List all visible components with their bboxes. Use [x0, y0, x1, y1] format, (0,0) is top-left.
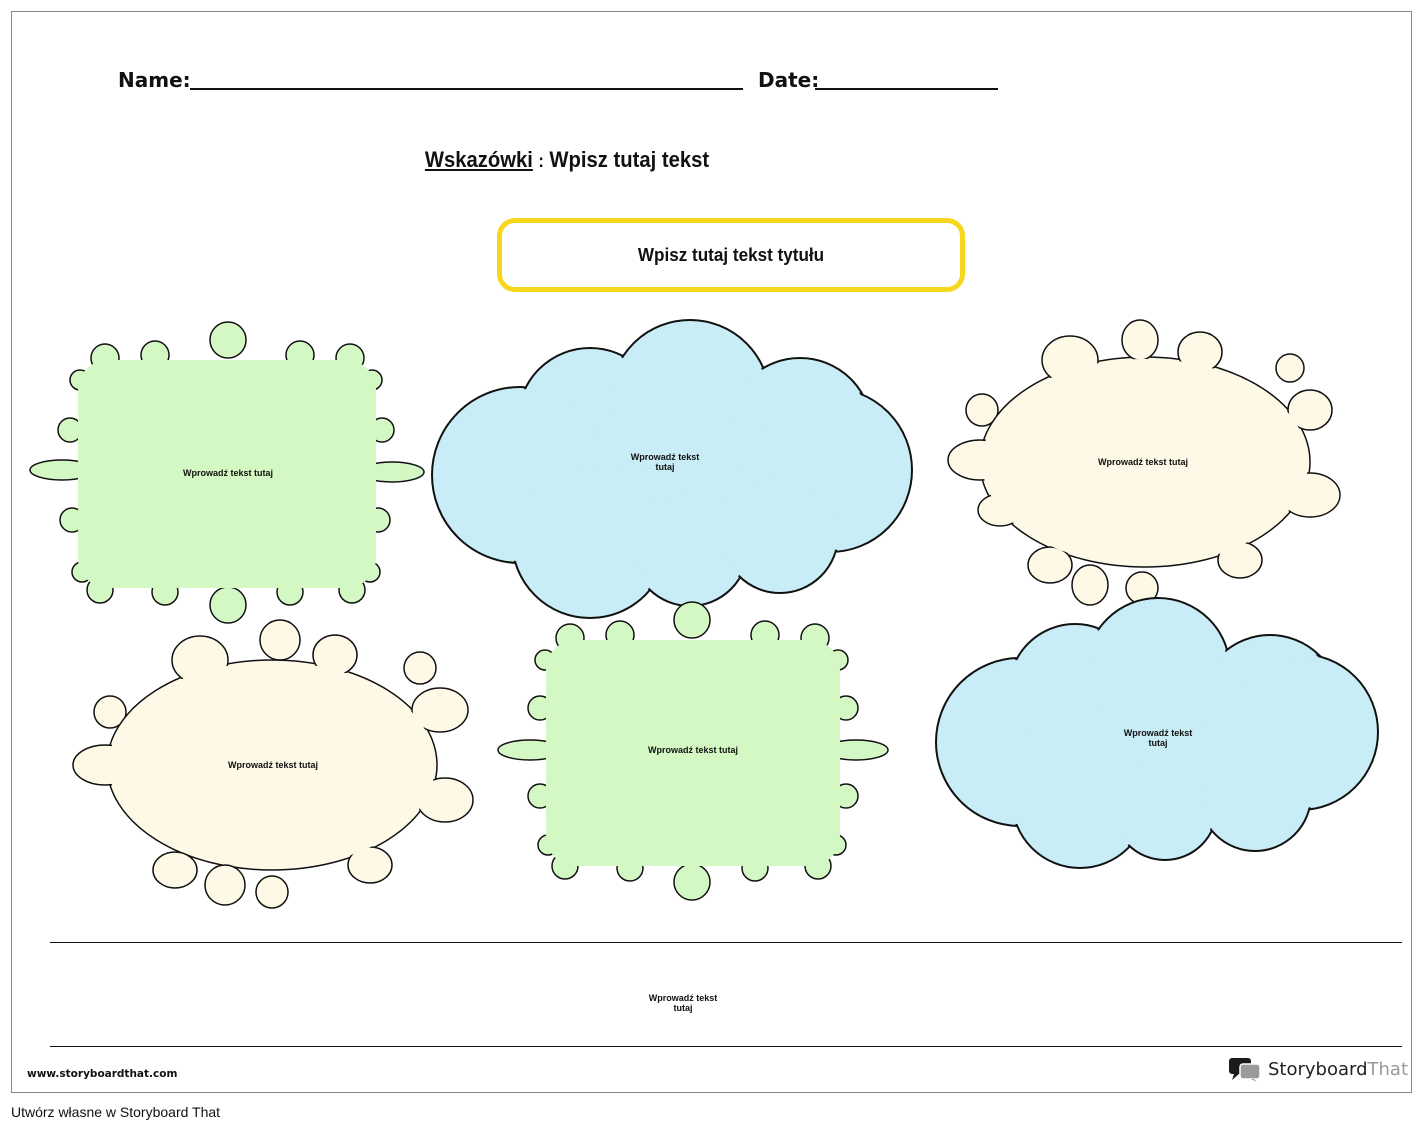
blue-cloud-shape-1[interactable]: [431, 319, 913, 619]
bottom-box-text-line2: tutaj: [673, 1003, 693, 1013]
bottom-box-text[interactable]: Wprowadź tekst tutaj: [623, 993, 743, 1013]
create-own-caption[interactable]: Utwórz własne w Storyboard That: [11, 1104, 221, 1120]
directions-label: Wskazówki: [424, 147, 533, 172]
date-label: Date:: [758, 68, 820, 92]
bottom-box-top-rule: [50, 942, 1402, 943]
shape-4-text[interactable]: Wprowadź tekst tutaj: [227, 760, 318, 770]
shape-5-text[interactable]: Wprowadź tekst tutaj: [647, 745, 738, 755]
name-label: Name:: [118, 68, 191, 92]
cream-splat-shape-2[interactable]: [72, 619, 474, 909]
brand-name-light: That: [1367, 1058, 1409, 1080]
green-burst-shape-2[interactable]: [497, 601, 889, 901]
site-url[interactable]: www.storyboardthat.com: [27, 1068, 178, 1080]
title-box[interactable]: Wpisz tutaj tekst tytułu: [497, 218, 965, 292]
shape-6-text-line1: Wprowadź tekst: [1123, 728, 1193, 738]
speech-bubbles-icon: [1229, 1058, 1261, 1082]
date-field-line[interactable]: [815, 88, 998, 90]
bottom-box-bottom-rule: [50, 1046, 1402, 1047]
shape-1-text[interactable]: Wprowadź tekst tutaj: [182, 468, 273, 478]
bottom-box-text-line1: Wprowadź tekst: [648, 993, 718, 1003]
shape-2-text-line1: Wprowadź tekst: [630, 452, 700, 462]
green-burst-shape-1[interactable]: [29, 321, 425, 624]
directions-text[interactable]: Wpisz tutaj tekst: [549, 147, 710, 172]
shape-2-text[interactable]: Wprowadź tekst tutaj: [605, 452, 725, 472]
cream-splat-shape-1[interactable]: [947, 319, 1341, 606]
brand-name-dark: Storyboard: [1268, 1058, 1368, 1080]
blue-cloud-shape-2[interactable]: [935, 597, 1379, 869]
shape-6-text-line2: tutaj: [1148, 738, 1168, 748]
storyboardthat-logo[interactable]: StoryboardThat: [1228, 1056, 1408, 1082]
title-text: Wpisz tutaj tekst tytułu: [637, 244, 825, 265]
shape-6-text[interactable]: Wprowadź tekst tutaj: [1098, 728, 1218, 748]
name-field-line[interactable]: [190, 88, 743, 90]
shape-2-text-line2: tutaj: [655, 462, 675, 472]
directions-separator: :: [538, 151, 544, 171]
directions: Wskazówki:Wpisz tutaj tekst: [45, 147, 1088, 173]
brand-name: StoryboardThat: [1268, 1059, 1408, 1080]
shape-3-text[interactable]: Wprowadź tekst tutaj: [1097, 457, 1188, 467]
